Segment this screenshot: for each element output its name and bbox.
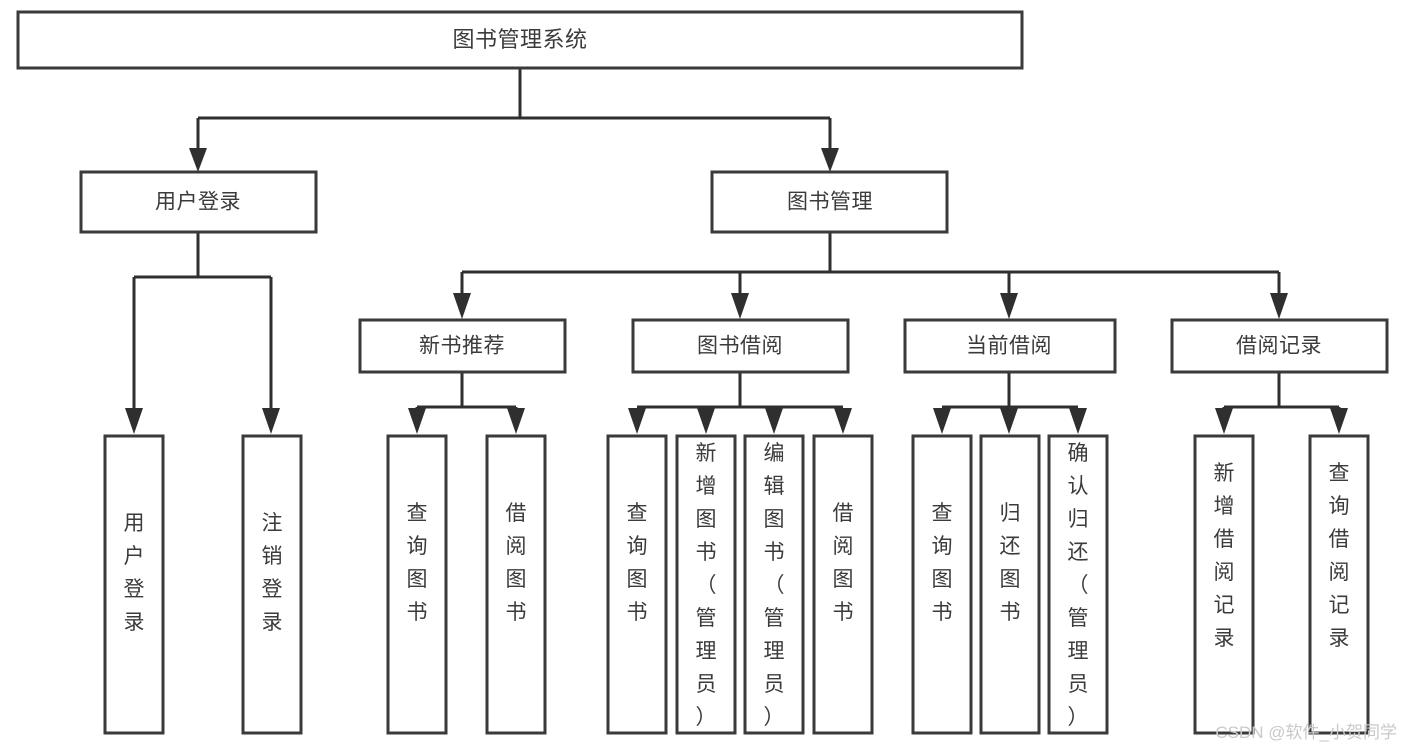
- leaf-node-user-login[interactable]: 用户登录: [103, 434, 165, 735]
- node-box-root[interactable]: [16, 10, 1024, 70]
- arrow-head-current-borrow: [1000, 293, 1018, 319]
- leaf-box-logout-login[interactable]: [241, 434, 303, 735]
- node-box-book-borrow[interactable]: [631, 318, 850, 374]
- arrow-head-leaf-return-book: [1000, 408, 1018, 434]
- node-box-current-borrow[interactable]: [903, 318, 1117, 374]
- node-box-new-book-recommend[interactable]: [358, 318, 567, 374]
- leaf-box-borrow-book-2[interactable]: [812, 434, 874, 735]
- leaf-node-borrow-book-1[interactable]: 借阅图书: [485, 434, 547, 735]
- connector-group-current-borrow: [933, 372, 1087, 434]
- node-box-user-login[interactable]: [79, 170, 318, 234]
- leaf-label-borrow-book-2: 借阅图书: [833, 502, 854, 624]
- leaf-box-add-book[interactable]: [675, 434, 737, 735]
- node-user-login[interactable]: 用户登录: [79, 170, 318, 234]
- leaf-box-borrow-book-1[interactable]: [485, 434, 547, 735]
- arrow-head-new-book-recommend: [453, 293, 471, 319]
- leaf-label-add-book: 新增图书（管理员）: [696, 442, 717, 729]
- leaf-node-add-record[interactable]: 新增借阅记录: [1193, 434, 1255, 735]
- leaf-label-query-record: 查询借阅记录: [1329, 462, 1350, 650]
- leaf-label-logout-login: 注销登录: [262, 512, 283, 634]
- leaf-label-query-book-1: 查询图书: [407, 502, 428, 624]
- arrow-head-book-borrow: [731, 293, 749, 319]
- arrow-head-borrow-record: [1270, 293, 1288, 319]
- arrow-head-leaf-query-book-3: [933, 408, 951, 434]
- leaf-label-return-book: 归还图书: [1000, 502, 1021, 624]
- node-label-borrow-record: 借阅记录: [1236, 335, 1322, 358]
- leaf-box-query-record[interactable]: [1308, 434, 1370, 735]
- arrow-head-leaf-query-book-1: [408, 408, 426, 434]
- leaf-node-query-book-1[interactable]: 查询图书: [386, 434, 448, 735]
- arrow-head-user-login: [189, 148, 207, 172]
- arrow-head-leaf-borrow-book-2: [834, 408, 852, 434]
- leaf-label-user-login: 用户登录: [124, 512, 145, 634]
- node-box-book-management[interactable]: [710, 170, 949, 234]
- leaf-box-add-record[interactable]: [1193, 434, 1255, 735]
- leaf-node-edit-book[interactable]: 编辑图书（管理员）: [743, 434, 805, 735]
- node-book-borrow[interactable]: 图书借阅: [631, 318, 850, 374]
- csdn-watermark: CSDN @软件_小贺同学: [1215, 723, 1397, 742]
- arrow-head-leaf-edit-book: [765, 408, 783, 434]
- node-label-user-login: 用户登录: [155, 191, 241, 214]
- node-borrow-record[interactable]: 借阅记录: [1170, 318, 1389, 374]
- leaf-node-query-book-2[interactable]: 查询图书: [606, 434, 668, 735]
- leaf-box-user-login[interactable]: [103, 434, 165, 735]
- leaf-box-query-book-3[interactable]: [911, 434, 973, 735]
- leaf-box-edit-book[interactable]: [743, 434, 805, 735]
- arrow-head-leaf-query-record: [1330, 408, 1348, 434]
- node-label-book-borrow: 图书借阅: [697, 335, 783, 358]
- leaf-label-edit-book: 编辑图书（管理员）: [764, 442, 785, 729]
- leaf-node-query-record[interactable]: 查询借阅记录: [1308, 434, 1370, 735]
- leaf-box-query-book-2[interactable]: [606, 434, 668, 735]
- connector-group-root: [189, 68, 839, 172]
- node-label-root: 图书管理系统: [452, 27, 587, 52]
- leaf-label-query-book-2: 查询图书: [627, 502, 648, 624]
- connector-group-book-management: [453, 232, 1288, 319]
- leaf-node-borrow-book-2[interactable]: 借阅图书: [812, 434, 874, 735]
- leaf-box-confirm-return[interactable]: [1047, 434, 1109, 735]
- node-new-book-recommend[interactable]: 新书推荐: [358, 318, 567, 374]
- arrow-head-leaf-logout-login: [262, 408, 280, 434]
- arrow-head-leaf-query-book-2: [628, 408, 646, 434]
- node-current-borrow[interactable]: 当前借阅: [903, 318, 1117, 374]
- arrow-head-leaf-add-book: [697, 408, 715, 434]
- leaf-node-add-book[interactable]: 新增图书（管理员）: [675, 434, 737, 735]
- arrow-head-leaf-borrow-book-1: [507, 408, 525, 434]
- connector-group-user-login: [125, 232, 280, 434]
- node-box-borrow-record[interactable]: [1170, 318, 1389, 374]
- leaf-node-confirm-return[interactable]: 确认归还（管理员）: [1047, 434, 1109, 735]
- leaf-box-query-book-1[interactable]: [386, 434, 448, 735]
- node-book-management[interactable]: 图书管理: [710, 170, 949, 234]
- leaf-label-query-book-3: 查询图书: [932, 502, 953, 624]
- node-label-book-management: 图书管理: [787, 191, 873, 214]
- node-label-current-borrow: 当前借阅: [966, 335, 1052, 358]
- arrow-head-leaf-user-login: [125, 408, 143, 434]
- connector-group-new-book-recommend: [408, 372, 525, 434]
- leaf-box-return-book[interactable]: [979, 434, 1041, 735]
- leaf-label-borrow-book-1: 借阅图书: [506, 502, 527, 624]
- leaf-node-logout-login[interactable]: 注销登录: [241, 434, 303, 735]
- leaf-label-confirm-return: 确认归还（管理员）: [1068, 442, 1089, 729]
- connector-group-borrow-record: [1215, 372, 1348, 434]
- leaf-node-return-book[interactable]: 归还图书: [979, 434, 1041, 735]
- leaf-node-query-book-3[interactable]: 查询图书: [911, 434, 973, 735]
- connector-group-book-borrow: [628, 372, 852, 434]
- node-label-new-book-recommend: 新书推荐: [419, 335, 505, 358]
- arrow-head-book-management: [821, 148, 839, 172]
- arrow-head-leaf-add-record: [1215, 408, 1233, 434]
- node-root-system[interactable]: 图书管理系统: [16, 10, 1024, 70]
- arrow-head-leaf-confirm-return: [1069, 408, 1087, 434]
- leaf-label-add-record: 新增借阅记录: [1214, 462, 1235, 650]
